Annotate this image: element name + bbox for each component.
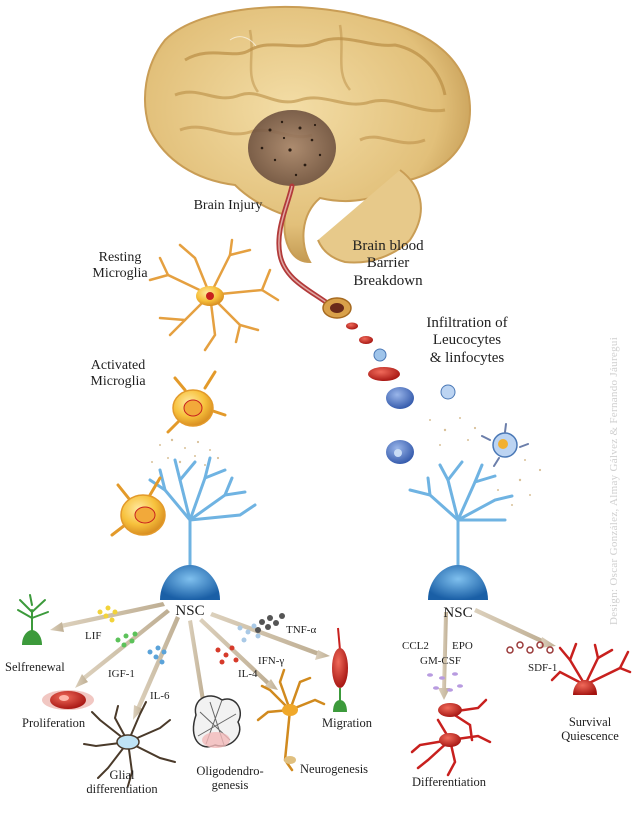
activated-microglia-2 [110,476,166,537]
molecules-il4 [215,645,239,665]
glial-cell [83,701,176,787]
nsc-left-soma [160,565,220,600]
label-glial: Glial differentiation [72,768,172,797]
label-gmcsf: GM-CSF [420,655,461,667]
molecules-lif [97,605,118,623]
molecules-ifng [237,623,261,643]
label-ccl2: CCL2 [402,640,429,652]
label-bbb: Brain blood Barrier Breakdown [338,238,438,290]
label-ifng: IFN-γ [258,655,285,667]
migration-cell [332,627,348,712]
label-nsc-right: NSC [443,605,473,621]
label-infiltration: Infiltration of Leucocytes & linfocytes [408,315,526,367]
label-differentiation: Differentiation [412,775,487,789]
lesion-dots [260,120,322,177]
label-brain-injury: Brain Injury [193,198,263,213]
label-oligo-line2: genesis [211,778,249,793]
label-resting-microglia: Resting Microglia [80,250,160,282]
activated-microglia [166,370,227,434]
label-igf1: IGF-1 [108,668,135,680]
molecules-gmcsf [427,672,463,692]
label-resting-line2: Microglia [92,266,148,282]
label-survival: Survival Quiescence [550,715,630,744]
arrows-right [438,608,556,700]
label-bbb-line3: Breakdown [353,272,423,289]
survival-cell [550,642,632,687]
molecules-tnfa [255,613,285,633]
label-survival-line1: Survival [568,715,612,729]
nsc-right-soma [428,565,488,600]
label-proliferation: Proliferation [22,716,86,730]
label-sdf1: SDF-1 [528,662,558,674]
selfrenewal-soma [22,630,42,645]
design-credit: Design: Oscar González, Almay Gálvez & F… [608,336,620,625]
label-infiltration-line1: Infiltration of [426,315,508,331]
label-oligo: Oligodendro- genesis [180,764,280,793]
label-il6: IL-6 [150,690,170,702]
nsc-left-tree [148,456,257,567]
nsc-right-tree [408,460,514,567]
label-infiltration-line2: Leucocytes [432,332,502,349]
molecules-il6 [147,645,167,665]
label-bbb-line1: Brain blood [352,238,424,254]
label-activated-line2: Microglia [90,374,146,390]
label-activated-line1: Activated [90,358,146,373]
label-selfrenewal: Selfrenewal [5,660,65,674]
cytokine-cloud-right [429,417,542,506]
label-glial-line2: differentiation [86,782,158,797]
label-migration: Migration [322,716,372,730]
oligodendrocyte-cell [192,695,242,748]
label-il4: IL-4 [238,668,258,680]
label-oligo-line1: Oligodendro- [196,764,264,778]
label-infiltration-line3: & linfocytes [429,349,505,366]
label-neurogenesis: Neurogenesis [300,762,369,776]
molecules-igf1 [115,631,138,648]
label-nsc-left: NSC [175,603,205,619]
infiltrating-leucocytes [440,384,529,467]
label-lif: LIF [85,630,102,642]
label-bbb-line2: Barrier [366,255,410,272]
label-epo: EPO [452,640,473,652]
label-survival-line2: Quiescence [561,729,619,744]
molecules-sdf1 [506,641,554,654]
blood-cells [346,322,414,464]
label-activated-microglia: Activated Microglia [78,358,158,390]
label-tnfa: TNF-α [286,624,317,636]
proliferation-cell [42,690,94,710]
label-glial-line1: Glial [109,768,135,782]
label-resting-line1: Resting [98,250,142,265]
